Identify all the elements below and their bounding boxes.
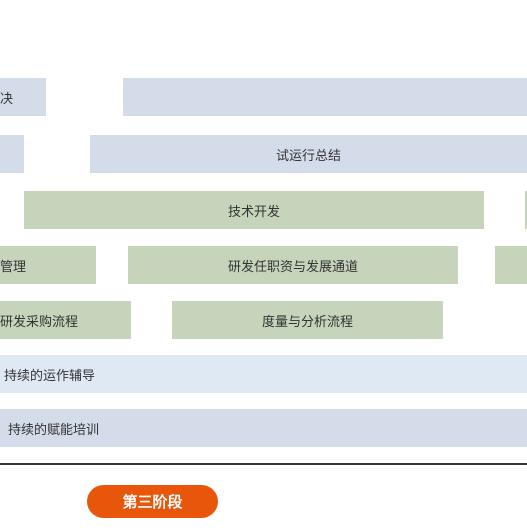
phase-bar-management-label: 管理	[0, 259, 27, 275]
phase-bar-decision-label: 决	[0, 91, 14, 107]
phase-bar-row1-right	[123, 78, 527, 116]
phase-bar-row3-edge	[525, 191, 527, 229]
timeline-axis	[0, 463, 527, 465]
phase-bar-trial-summary-label: 试运行总结	[275, 148, 341, 164]
stage-three-badge[interactable]: 第三阶段	[87, 485, 218, 518]
phase-bar-management: 管理	[0, 246, 96, 284]
phase-bar-rd-procurement-label: 研发采购流程	[0, 314, 79, 330]
phase-bar-enablement-training: 持续的赋能培训	[0, 409, 527, 447]
phase-bar-ops-coaching: 持续的运作辅导	[0, 355, 527, 393]
phase-bar-decision: 决	[0, 78, 46, 116]
phase-bar-row4-right	[495, 246, 527, 284]
phase-bar-trial-summary: 试运行总结	[90, 135, 527, 173]
stage-three-label: 第三阶段	[122, 493, 183, 511]
phase-bar-tech-dev: 技术开发	[24, 191, 484, 229]
phase-bar-enablement-training-label: 持续的赋能培训	[8, 422, 100, 438]
phase-bar-career-path-label: 研发任职资与发展通道	[227, 259, 358, 275]
phase-bar-tech-dev-label: 技术开发	[227, 204, 280, 220]
phase-bar-rd-procurement: 研发采购流程	[0, 301, 131, 339]
phase-bar-measurement-analysis: 度量与分析流程	[172, 301, 443, 339]
phase-bar-measurement-analysis-label: 度量与分析流程	[261, 314, 353, 330]
phase-bar-ops-coaching-label: 持续的运作辅导	[4, 368, 96, 384]
phase-bar-row2-left	[0, 135, 24, 173]
phase-bar-career-path: 研发任职资与发展通道	[128, 246, 458, 284]
